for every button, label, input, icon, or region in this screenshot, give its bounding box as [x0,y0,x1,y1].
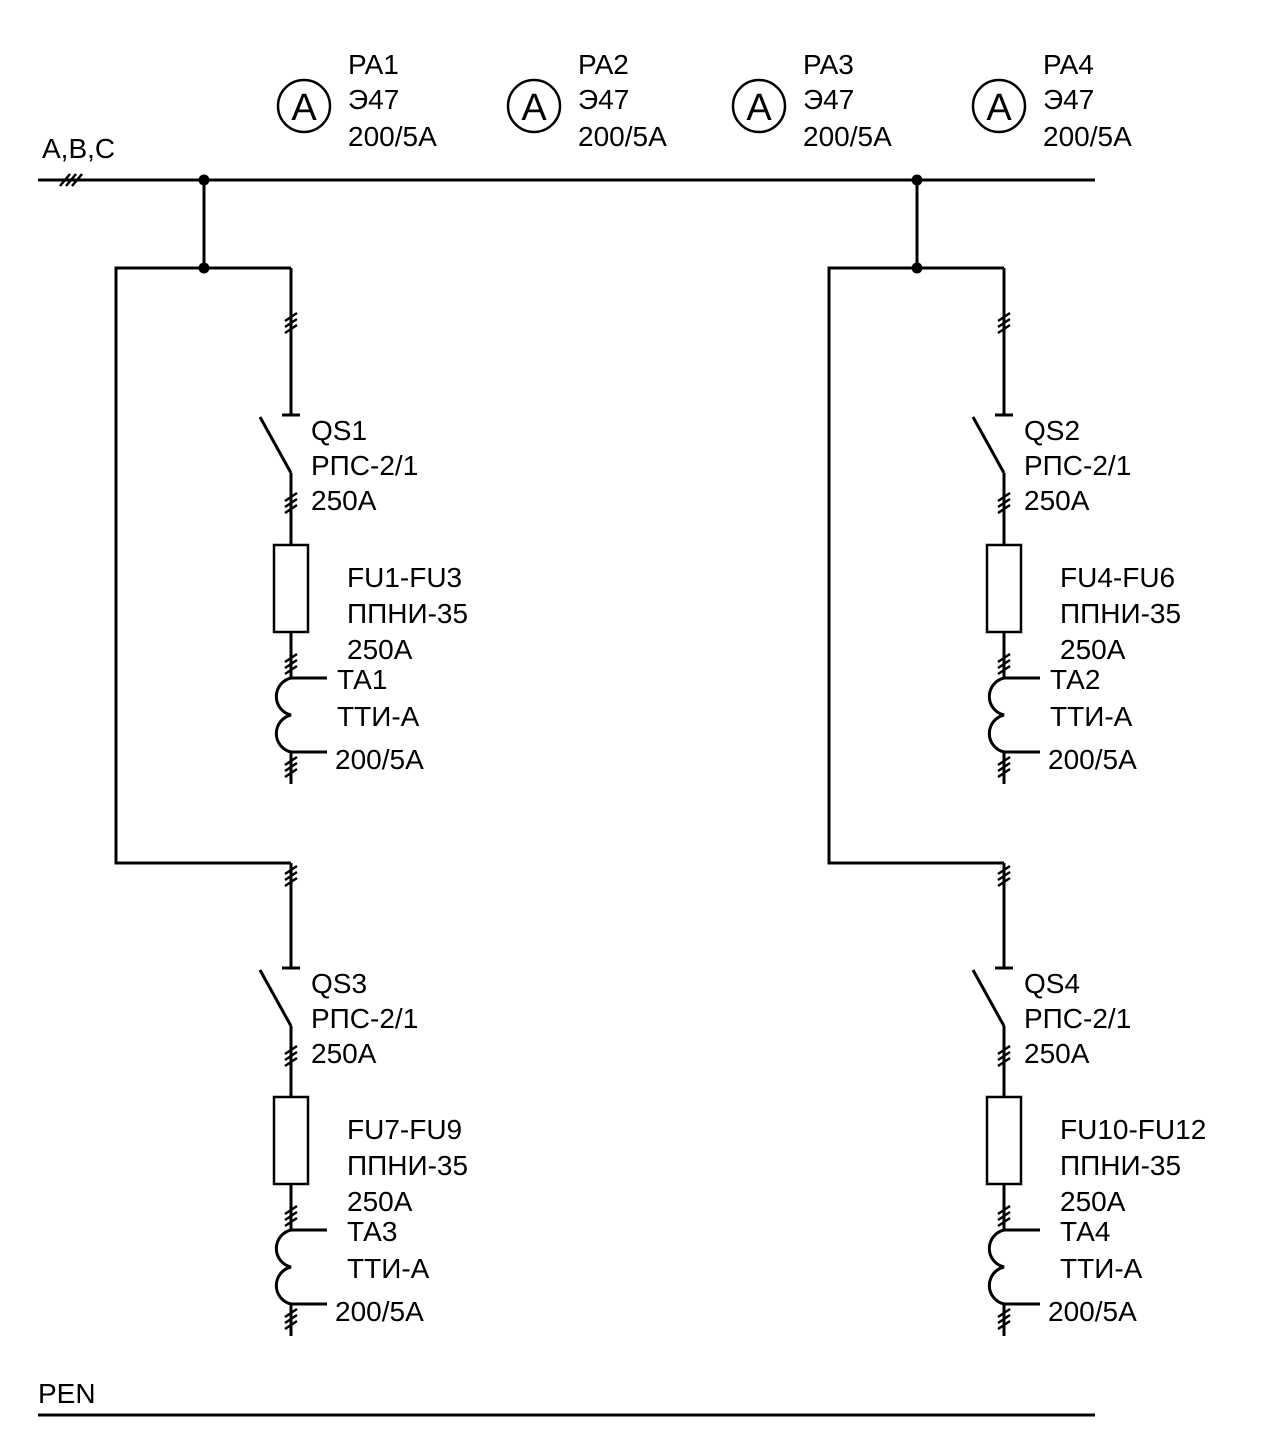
bus-phase-label: A,B,C [42,133,115,164]
fuse-type: ППНИ-35 [347,1150,468,1181]
ammeter-icon [971,78,1027,134]
fuse-type: ППНИ-35 [1060,1150,1181,1181]
fuse-body [985,543,1023,634]
three-phase-mark [997,311,1011,335]
bus-3phase-mark [59,173,83,187]
fuse-rating: 250А [1060,1186,1126,1217]
switch-type: РПС-2/1 [311,1003,418,1034]
meter-type: Э47 [803,84,854,115]
right-section-wiring [827,174,1006,968]
fuse-body [272,1095,310,1186]
fuse-id: FU1-FU3 [347,562,462,593]
fuse-body [985,1095,1023,1186]
switch-blade [971,969,1006,1027]
meter-rating: 200/5A [578,121,667,152]
ammeter-icon [731,78,787,134]
fuse-body [272,543,310,634]
ammeter-pa2: A PA2 Э47 200/5A [506,49,667,152]
current-transformer-icon [274,1228,327,1306]
fuse-rating: 250А [347,1186,413,1217]
switch-blade [258,416,293,474]
meter-id: PA1 [348,49,399,80]
ammeter-symbol: A [746,87,772,129]
meter-rating: 200/5A [803,121,892,152]
feeder-branches: QS1РПС-2/1250АFU1-FU3ППНИ-35250АТА1ТТИ-А… [258,311,1206,1336]
fuse-rating: 250А [347,634,413,665]
switch-blade [971,416,1006,474]
switch-rating: 250А [1024,1038,1090,1069]
pen-label: PEN [38,1378,96,1409]
switch-type: РПС-2/1 [1024,450,1131,481]
three-phase-mark [997,755,1011,779]
switch-rating: 250А [311,485,377,516]
switch-rating: 250А [311,1038,377,1069]
ammeter-pa1: A PA1 Э47 200/5A [276,49,437,152]
meter-id: PA2 [578,49,629,80]
fuse-id: FU10-FU12 [1060,1114,1206,1145]
three-phase-mark [284,1307,298,1331]
switch-id: QS1 [311,415,367,446]
three-phase-mark [284,755,298,779]
feeder-qs1: QS1РПС-2/1250АFU1-FU3ППНИ-35250АТА1ТТИ-А… [258,311,468,784]
ct-type: ТТИ-А [337,701,420,732]
meter-id: PA3 [803,49,854,80]
ct-type: ТТИ-А [1050,701,1133,732]
fuse-rating: 250А [1060,634,1126,665]
three-phase-mark [284,652,298,676]
feeder-qs3: QS3РПС-2/1250АFU7-FU9ППНИ-35250АТА3ТТИ-А… [258,864,468,1336]
ct-rating: 200/5А [335,1296,424,1327]
three-phase-mark [284,491,298,515]
feeder-qs2: QS2РПС-2/1250АFU4-FU6ППНИ-35250АТА2ТТИ-А… [971,311,1181,784]
switch-id: QS4 [1024,968,1080,999]
ct-id: ТА4 [1060,1216,1110,1247]
current-transformer-icon [274,676,327,754]
three-phase-mark [997,652,1011,676]
ct-rating: 200/5А [1048,744,1137,775]
left-section-wiring [114,174,293,968]
meter-type: Э47 [578,84,629,115]
three-phase-mark [997,1204,1011,1228]
ct-type: ТТИ-А [347,1253,430,1284]
three-phase-mark [284,1044,298,1068]
ammeter-symbol: A [521,87,547,129]
switch-type: РПС-2/1 [1024,1003,1131,1034]
ct-rating: 200/5А [335,744,424,775]
ct-id: ТА3 [347,1216,397,1247]
three-phase-mark [997,864,1011,888]
switch-rating: 250А [1024,485,1090,516]
three-phase-mark [284,1204,298,1228]
meter-type: Э47 [348,84,399,115]
ammeter-icon [506,78,562,134]
meter-id: PA4 [1043,49,1094,80]
current-transformer-icon [987,1228,1040,1306]
meter-rating: 200/5A [348,121,437,152]
ammeter-pa3: A PA3 Э47 200/5A [731,49,892,152]
three-phase-mark [284,311,298,335]
three-phase-mark [997,491,1011,515]
ct-rating: 200/5А [1048,1296,1137,1327]
meter-rating: 200/5A [1043,121,1132,152]
ct-type: ТТИ-А [1060,1253,1143,1284]
switch-blade [258,969,293,1027]
switch-id: QS2 [1024,415,1080,446]
three-phase-mark [997,1044,1011,1068]
fuse-id: FU7-FU9 [347,1114,462,1145]
three-phase-mark [284,864,298,888]
meter-type: Э47 [1043,84,1094,115]
ammeter-icon [276,78,332,134]
fuse-id: FU4-FU6 [1060,562,1175,593]
fuse-type: ППНИ-35 [1060,598,1181,629]
fuse-type: ППНИ-35 [347,598,468,629]
ammeter-symbol: A [986,87,1012,129]
feeder-qs4: QS4РПС-2/1250АFU10-FU12ППНИ-35250АТА4ТТИ… [971,864,1206,1336]
three-phase-mark [997,1307,1011,1331]
switch-type: РПС-2/1 [311,450,418,481]
ct-id: ТА1 [337,664,387,695]
ct-id: ТА2 [1050,664,1100,695]
current-transformer-icon [987,676,1040,754]
ammeter-pa4: A PA4 Э47 200/5A [971,49,1132,152]
switch-id: QS3 [311,968,367,999]
ammeter-symbol: A [291,87,317,129]
